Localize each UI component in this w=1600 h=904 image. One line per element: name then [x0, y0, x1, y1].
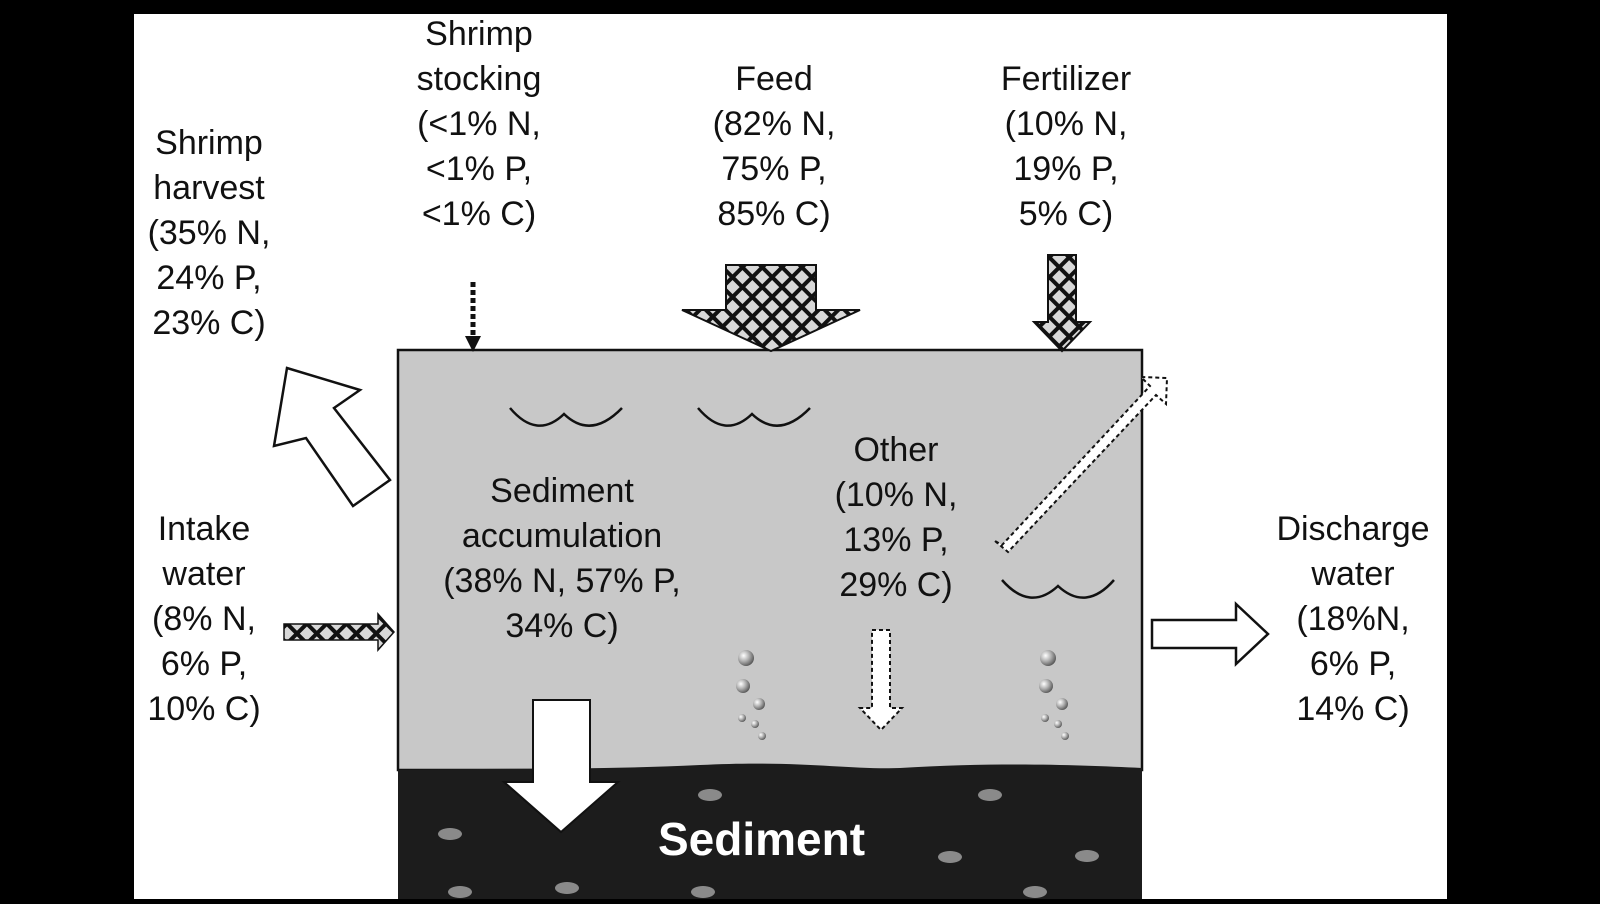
fertilizer-arrow: [1031, 254, 1093, 353]
harvest-arrow: [272, 366, 392, 508]
other-label: Other (10% N, 13% P, 29% C): [834, 431, 958, 604]
other-down-arrow: [857, 629, 905, 732]
bubble-icon: [1039, 650, 1069, 740]
wave-icon: [509, 407, 623, 427]
sediment-arrow: [501, 699, 621, 834]
other-loss-arrow: [994, 375, 1169, 554]
feed-arrow: [681, 264, 861, 353]
sediment-label: Sediment: [658, 813, 866, 865]
wave-icon: [1001, 579, 1115, 599]
shrimp-harvest-label: Shrimp harvest (35% N, 24% P, 23% C): [147, 124, 271, 342]
fertilizer-label: Fertilizer (10% N, 19% P, 5% C): [1000, 60, 1132, 233]
wave-icon: [697, 407, 811, 427]
intake-arrow: [283, 612, 396, 652]
discharge-water-label: Discharge water (18%N, 6% P, 14% C): [1276, 510, 1430, 728]
intake-water-label: Intake water (8% N, 6% P, 10% C): [147, 510, 261, 728]
stocking-arrow: [465, 282, 481, 352]
sediment-stones: [438, 789, 1099, 898]
bubble-icon: [736, 650, 766, 740]
sediment-accumulation-label: Sediment accumulation (38% N, 57% P, 34%…: [443, 472, 681, 645]
feed-label: Feed (82% N, 75% P, 85% C): [712, 60, 836, 233]
discharge-arrow: [1150, 601, 1270, 667]
shrimp-stocking-label: Shrimp stocking (<1% N, <1% P, <1% C): [416, 15, 542, 233]
